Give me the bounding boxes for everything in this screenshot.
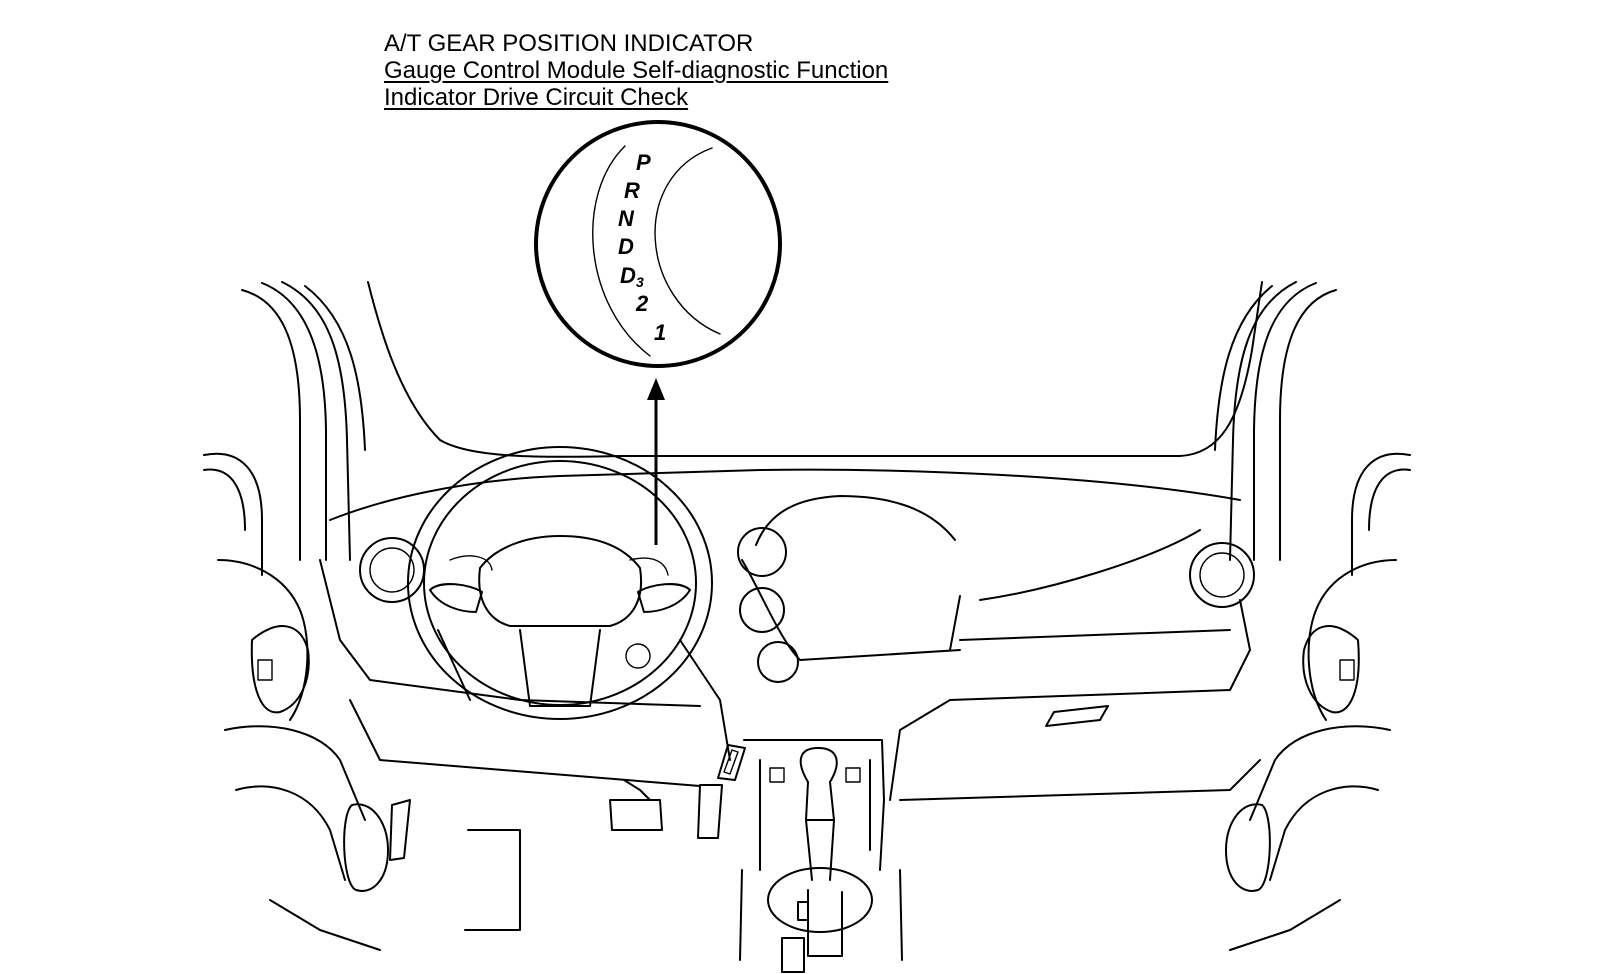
gear-label-d: D <box>618 234 634 259</box>
steering-wheel <box>407 446 713 720</box>
lower-dash-left <box>389 629 746 931</box>
right-pillar-and-door <box>1214 281 1411 951</box>
pointer-arrow <box>647 378 665 545</box>
diagram-subtitle-check: Indicator Drive Circuit Check <box>384 84 689 111</box>
gear-label-r: R <box>624 178 640 203</box>
gear-label-1: 1 <box>654 320 666 345</box>
indicator-outer-arc <box>592 145 651 357</box>
indicator-inner-arc <box>654 147 721 335</box>
gear-label-2: 2 <box>635 291 649 316</box>
gear-label-p: P <box>636 150 651 175</box>
gear-label-d3: D <box>620 263 636 288</box>
diagram-title: A/T GEAR POSITION INDICATOR <box>384 30 754 57</box>
title-block: A/T GEAR POSITION INDICATOR Gauge Contro… <box>384 30 888 111</box>
diagram-subtitle-function: Gauge Control Module Self-diagnostic Fun… <box>384 57 889 84</box>
center-console <box>739 739 903 973</box>
gear-label-n: N <box>618 206 635 231</box>
left-pillar-and-door <box>203 281 389 951</box>
gear-indicator-callout: P R N D D 3 2 1 <box>534 120 782 368</box>
gear-label-d3-subscript: 3 <box>636 274 644 290</box>
dashboard <box>319 281 1263 801</box>
callout-circle <box>534 120 782 368</box>
